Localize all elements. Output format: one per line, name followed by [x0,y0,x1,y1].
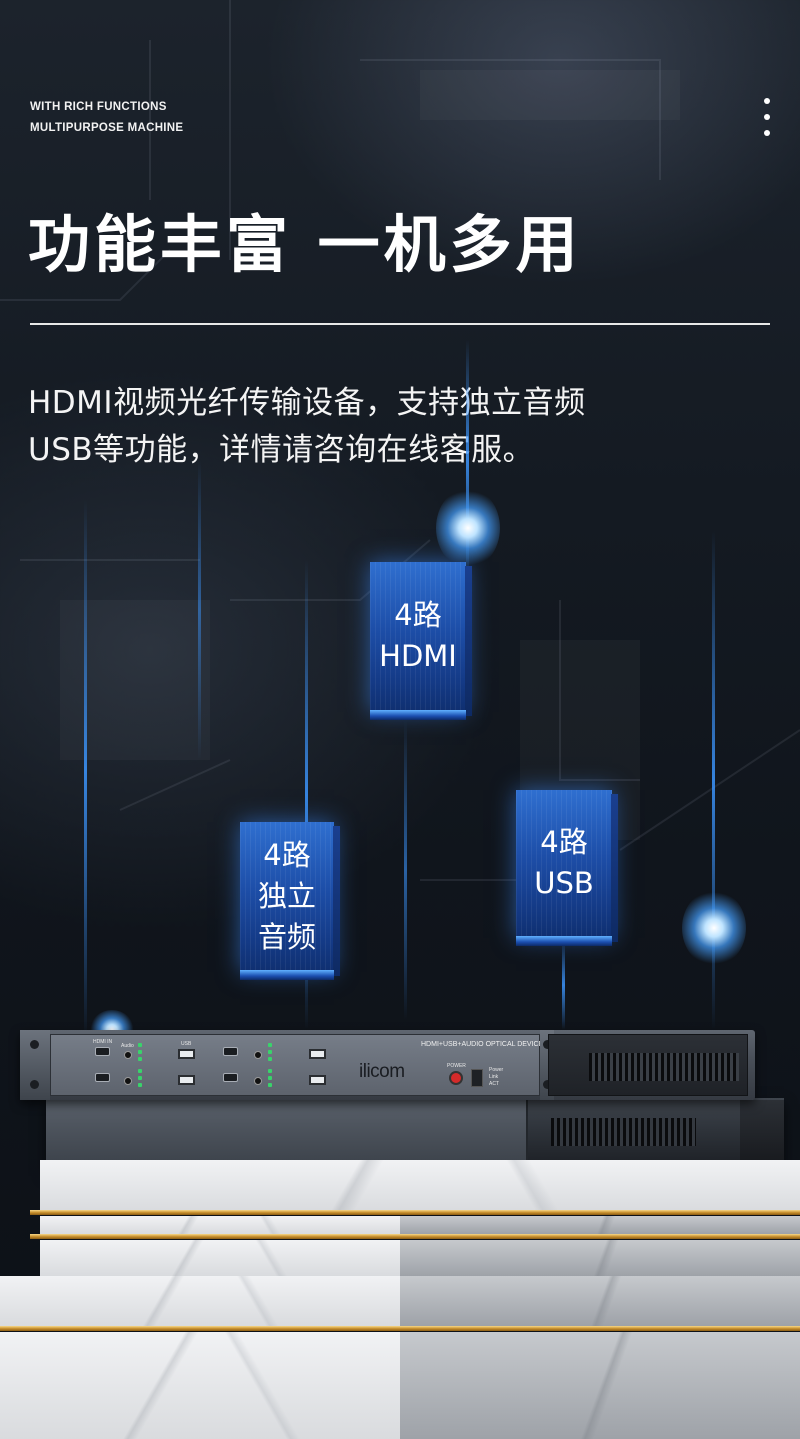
feature-audio-count: 4路 [263,837,311,872]
marble-pedestal [0,1160,800,1439]
light-flare [436,488,500,568]
gold-trim [30,1234,800,1239]
status-label-act: ACT [489,1081,499,1087]
feature-usb-count: 4路 [540,825,588,859]
device-lower-unit [46,1098,784,1170]
rack-ear [740,1100,784,1166]
feature-audio: 4路 独立 音频 [240,822,340,980]
vent-grille [551,1118,696,1146]
light-beam [562,940,565,1030]
power-button[interactable] [449,1071,463,1085]
light-beam [466,340,469,580]
hdmi-port [223,1073,238,1082]
brand-logo: ilicom [359,1061,405,1082]
feature-usb-label: USB [534,866,594,900]
vent-grille [589,1053,739,1081]
usb-port [178,1075,195,1085]
light-flare [682,890,746,966]
feature-audio-label-1: 独立 [257,878,316,913]
feature-hdmi-count: 4路 [394,598,442,632]
hdmi-port [95,1073,110,1082]
usb-port [178,1049,195,1059]
gold-trim [0,1326,800,1331]
feature-hdmi: 4路 HDMI [370,562,472,720]
audio-jack [124,1077,132,1085]
hdmi-port [223,1047,238,1056]
device-model-label: HDMI+USB+AUDIO OPTICAL DEVICE [421,1041,544,1048]
usb-port [309,1049,326,1059]
power-switch[interactable] [471,1069,483,1087]
feature-usb: 4路 USB [516,790,618,946]
usb-port-label: USB [181,1041,192,1047]
header-line-1: WITH RICH FUNCTIONS [30,101,167,113]
hdmi-port [95,1047,110,1056]
audio-jack [254,1051,262,1059]
hdmi-port-label: HDMI IN [93,1039,113,1045]
usb-port [309,1075,326,1085]
status-label-power: Power [489,1067,504,1073]
audio-jack [124,1051,132,1059]
audio-jack [254,1077,262,1085]
status-label-link: Link [489,1074,499,1080]
title-divider [30,323,770,325]
feature-audio-label-2: 音频 [257,919,316,954]
power-label: POWER [447,1063,466,1069]
more-options-icon[interactable] [758,96,776,142]
feature-hdmi-label: HDMI [379,639,457,673]
device-optical-transmitter: HDMI IN Audio USB ilicom HDMI+USB+AUDIO … [20,1030,755,1100]
device-chassis [548,1034,748,1096]
audio-label: Audio [121,1043,134,1049]
light-beam [404,720,407,1020]
light-beam [712,530,715,1030]
header-subtitle: WITH RICH FUNCTIONS MULTIPURPOSE MACHINE [30,97,183,139]
page-title: 功能丰富 一机多用 [28,208,582,281]
description-line-2: USB等功能，详情请咨询在线客服。 [28,432,535,468]
gold-trim [30,1210,800,1215]
header-line-2: MULTIPURPOSE MACHINE [30,122,184,134]
light-beam [305,560,308,1030]
description-line-1: HDMI视频光纤传输设备，支持独立音频 [28,385,586,421]
light-beam [84,500,87,1040]
light-beam [198,460,201,760]
device-front-panel: HDMI IN Audio USB ilicom HDMI+USB+AUDIO … [50,1034,544,1096]
description: HDMI视频光纤传输设备，支持独立音频 USB等功能，详情请咨询在线客服。 [28,380,768,474]
rack-ear-left [20,1030,50,1100]
